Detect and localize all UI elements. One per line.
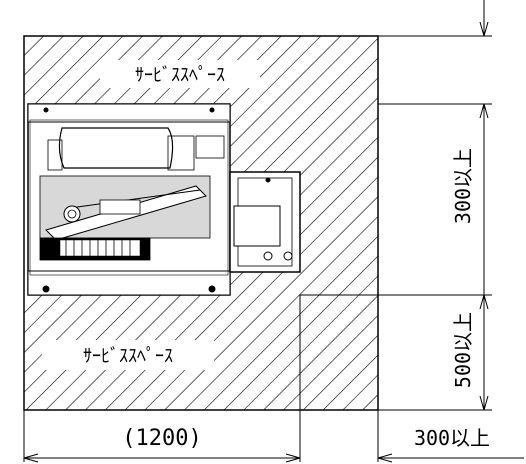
machine-unit: [27, 103, 231, 296]
service-space-bottom-label: ｻｰﾋﾞｽｽﾍﾟｰｽ: [83, 346, 173, 367]
width-dimension-label: (1200): [122, 426, 201, 451]
control-box: [229, 171, 301, 273]
top-right-clearance-label: 300以上: [451, 148, 475, 224]
right-clearance-dimension-label: 300以上: [414, 426, 490, 450]
service-space-top-label: ｻｰﾋﾞｽｽﾍﾟｰｽ: [135, 65, 225, 86]
bottom-right-clearance-label: 500以上: [451, 312, 475, 388]
dimension-lines: [23, 0, 524, 463]
